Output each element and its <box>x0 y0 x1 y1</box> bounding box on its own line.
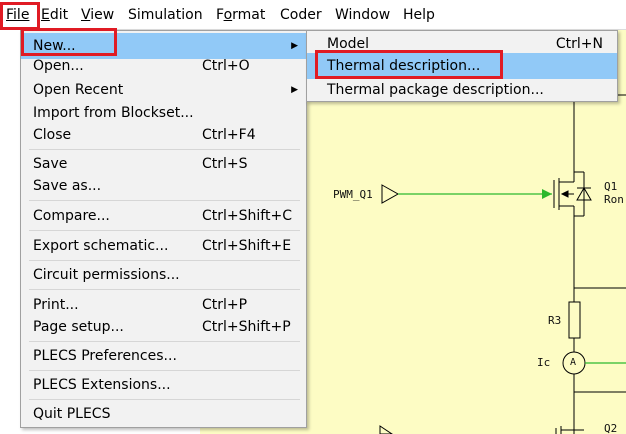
menu-item-print[interactable]: Print... Ctrl+P <box>21 292 306 318</box>
menu-view-label: View <box>81 7 115 23</box>
ic-label: Ic <box>537 356 551 369</box>
menu-item-shortcut: Ctrl+Shift+E <box>202 238 292 254</box>
menu-item-label: Page setup... <box>33 319 124 335</box>
pwm-port-icon <box>381 184 400 204</box>
menu-item-import-blockset[interactable]: Import from Blockset... <box>21 100 306 126</box>
menu-item-label: Open... <box>33 58 84 74</box>
menu-separator <box>29 149 300 150</box>
ron-label: Ron <box>604 193 624 206</box>
menu-format[interactable]: Format <box>212 0 269 30</box>
menu-item-label: PLECS Preferences... <box>33 348 177 364</box>
q1-label: Q1 <box>604 180 618 193</box>
new-submenu: Model Ctrl+N Thermal description... Ther… <box>306 30 618 102</box>
menu-simulation[interactable]: Simulation <box>124 0 207 30</box>
menu-item-label: Export schematic... <box>33 238 169 254</box>
menu-item-page-setup[interactable]: Page setup... Ctrl+Shift+P <box>21 314 306 340</box>
menu-coder[interactable]: Coder <box>276 0 326 30</box>
menu-item-export-schematic[interactable]: Export schematic... Ctrl+Shift+E <box>21 233 306 259</box>
menu-separator <box>29 370 300 371</box>
q1-mosfet-icon <box>553 171 592 217</box>
menu-item-label: Import from Blockset... <box>33 105 194 121</box>
submenu-arrow-icon: ▶ <box>291 41 298 51</box>
menu-separator <box>29 230 300 231</box>
menu-view[interactable]: View <box>77 0 118 30</box>
bottom-port-icon <box>379 425 393 434</box>
submenu-item-thermal-description[interactable]: Thermal description... <box>307 53 617 79</box>
menu-item-label: New... <box>33 38 76 54</box>
menu-item-save[interactable]: Save Ctrl+S <box>21 151 306 177</box>
r3-label: R3 <box>548 314 562 327</box>
menu-coder-label: Coder <box>280 7 322 23</box>
menu-bar: File Edit View Simulation Format Coder W… <box>0 0 626 30</box>
menu-separator <box>29 200 300 201</box>
signal-arrow-icon <box>542 189 552 199</box>
menu-item-label: Thermal description... <box>327 58 481 74</box>
menu-separator <box>29 399 300 400</box>
menu-help[interactable]: Help <box>399 0 439 30</box>
r3-resistor-icon <box>568 301 581 339</box>
menu-item-save-as[interactable]: Save as... <box>21 173 306 199</box>
menu-item-label: Open Recent <box>33 82 124 98</box>
menu-file[interactable]: File <box>2 0 33 30</box>
submenu-arrow-icon: ▶ <box>291 85 298 95</box>
menu-item-quit-plecs[interactable]: Quit PLECS <box>21 401 306 427</box>
menu-window-label: Window <box>335 7 391 23</box>
menu-format-label: Format <box>216 7 266 23</box>
menu-edit[interactable]: Edit <box>37 0 72 30</box>
menu-item-shortcut: Ctrl+P <box>202 297 248 313</box>
menu-item-shortcut: Ctrl+Shift+C <box>202 208 292 224</box>
menu-item-label: Save <box>33 156 68 172</box>
menu-item-shortcut: Ctrl+Shift+P <box>202 319 291 335</box>
schematic-drawing <box>379 92 626 434</box>
menu-separator <box>29 260 300 261</box>
menu-separator <box>29 289 300 290</box>
menu-item-label: Compare... <box>33 208 110 224</box>
menu-item-label: Thermal package description... <box>327 82 544 98</box>
menu-item-label: Print... <box>33 297 79 313</box>
menu-item-label: Save as... <box>33 178 102 194</box>
ammeter-label: A <box>570 357 577 368</box>
menu-item-label: Circuit permissions... <box>33 267 180 283</box>
submenu-item-model[interactable]: Model Ctrl+N <box>307 31 617 57</box>
menu-item-label: Close <box>33 127 72 143</box>
submenu-item-thermal-package-description[interactable]: Thermal package description... <box>307 77 617 103</box>
menu-simulation-label: Simulation <box>128 7 203 23</box>
pwm-label: PWM_Q1 <box>333 188 373 201</box>
menu-item-shortcut: Ctrl+F4 <box>202 127 256 143</box>
menu-item-open-recent[interactable]: Open Recent ▶ <box>21 77 306 103</box>
menu-edit-label: Edit <box>41 7 69 23</box>
menu-item-plecs-extensions[interactable]: PLECS Extensions... <box>21 372 306 398</box>
menu-item-shortcut: Ctrl+O <box>202 58 250 74</box>
menu-separator <box>29 341 300 342</box>
menu-item-label: Quit PLECS <box>33 406 111 422</box>
menu-item-close[interactable]: Close Ctrl+F4 <box>21 122 306 148</box>
menu-file-label: File <box>6 7 30 23</box>
file-menu: New... ▶ Open... Ctrl+O Open Recent ▶ Im… <box>20 30 307 428</box>
q2-label: Q2 <box>604 422 618 434</box>
menu-help-label: Help <box>403 7 435 23</box>
menu-item-plecs-preferences[interactable]: PLECS Preferences... <box>21 343 306 369</box>
menu-item-shortcut: Ctrl+S <box>202 156 248 172</box>
menu-item-shortcut: Ctrl+N <box>555 36 603 52</box>
menu-window[interactable]: Window <box>331 0 394 30</box>
menu-item-circuit-permissions[interactable]: Circuit permissions... <box>21 262 306 288</box>
menu-item-compare[interactable]: Compare... Ctrl+Shift+C <box>21 203 306 229</box>
menu-item-open[interactable]: Open... Ctrl+O <box>21 53 306 79</box>
menu-item-label: Model <box>327 36 370 52</box>
menu-item-label: PLECS Extensions... <box>33 377 171 393</box>
